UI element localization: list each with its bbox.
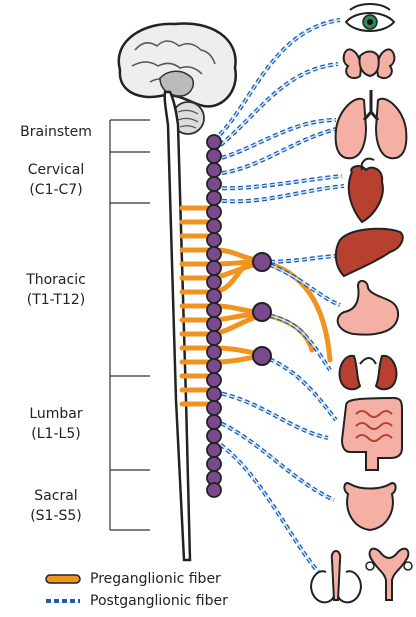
inferior-mesenteric-ganglion bbox=[253, 347, 271, 365]
collateral-ganglia bbox=[253, 253, 271, 365]
spinal-cord bbox=[165, 92, 190, 560]
kidneys-icon bbox=[340, 356, 397, 389]
brainstem-text: Brainstem bbox=[20, 124, 92, 140]
lumbar-text: Lumbar bbox=[29, 406, 82, 422]
liver-icon bbox=[336, 229, 403, 276]
thoracic-text: Thoracic bbox=[26, 272, 86, 288]
salivary-glands-icon bbox=[344, 49, 395, 78]
stomach-icon bbox=[338, 281, 398, 335]
cervical-label: Cervical (C1-C7) bbox=[10, 160, 102, 200]
superior-mesenteric-ganglion bbox=[253, 303, 271, 321]
brainstem-label: Brainstem bbox=[10, 122, 102, 142]
sacral-range-text: (S1-S5) bbox=[30, 508, 82, 524]
sacral-text: Sacral bbox=[34, 488, 77, 504]
legend-preganglionic-label: Preganglionic fiber bbox=[90, 571, 221, 587]
postganglionic-fibers bbox=[214, 20, 344, 574]
legend-postganglionic-label: Postganglionic fiber bbox=[90, 593, 228, 609]
cervical-text: Cervical bbox=[28, 162, 85, 178]
legend-postganglionic: Postganglionic fiber bbox=[44, 592, 228, 610]
lumbar-range-text: (L1-L5) bbox=[31, 426, 80, 442]
reproductive-organs-icon bbox=[311, 549, 412, 603]
cervical-range-text: (C1-C7) bbox=[29, 182, 82, 198]
celiac-ganglion bbox=[253, 253, 271, 271]
lumbar-label: Lumbar (L1-L5) bbox=[10, 404, 102, 444]
bladder-icon bbox=[344, 483, 395, 530]
legend-preganglionic: Preganglionic fiber bbox=[44, 570, 221, 588]
eye-icon bbox=[346, 4, 394, 31]
lungs-icon bbox=[336, 90, 407, 158]
region-bracket bbox=[110, 120, 150, 530]
thoracic-range-text: (T1-T12) bbox=[27, 292, 86, 308]
thoracic-label: Thoracic (T1-T12) bbox=[10, 270, 102, 310]
heart-icon bbox=[349, 159, 383, 222]
sacral-label: Sacral (S1-S5) bbox=[10, 486, 102, 526]
intestines-icon bbox=[342, 398, 402, 470]
